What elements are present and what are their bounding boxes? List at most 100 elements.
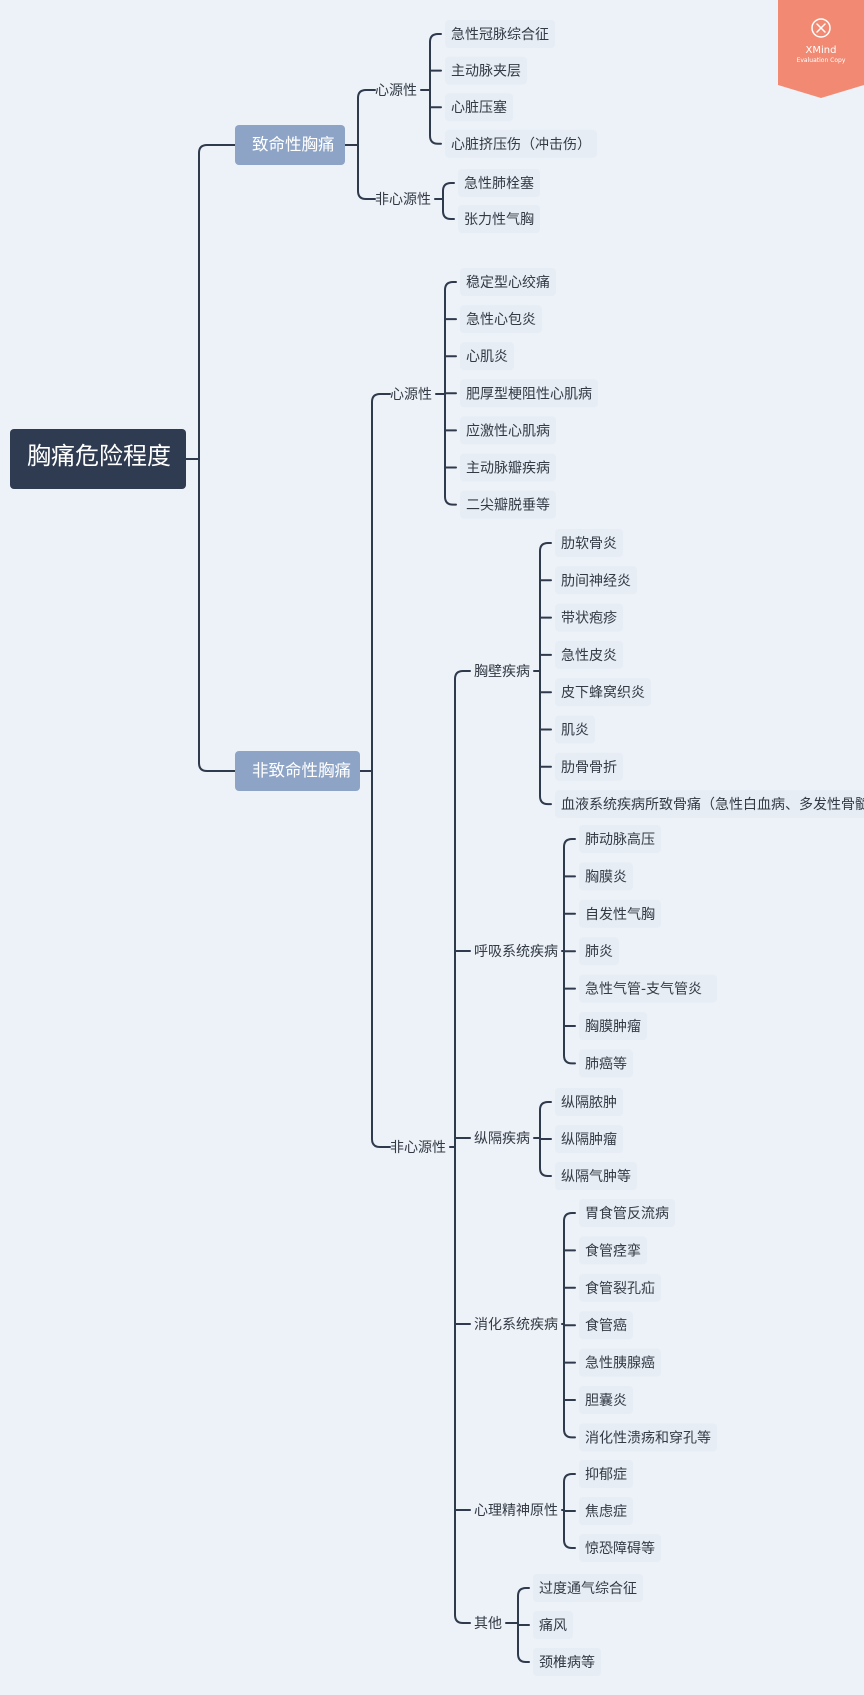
leaf-node-label: 血液系统疾病所致骨痛（急性白血病、多发性骨髓瘤）	[561, 796, 864, 813]
leaf-node-box	[460, 342, 514, 371]
branch-connector	[533, 542, 552, 806]
leaf-node-box	[579, 974, 717, 1003]
branch-node-box	[235, 125, 345, 165]
root-node-label: 胸痛危险程度	[27, 442, 171, 470]
leaf-node-label: 心肌炎	[466, 349, 508, 365]
branch-connector	[561, 1212, 576, 1439]
leaf-node-box	[460, 268, 556, 296]
leaf-node-label: 肌炎	[561, 723, 589, 739]
leaf-node-box	[579, 1236, 647, 1265]
leaf-node-box	[460, 453, 556, 482]
leaf-node-label: 颈椎病等	[539, 1654, 595, 1671]
root-node-box	[10, 429, 186, 489]
leaf-node-box	[533, 1648, 601, 1676]
branch-connector	[344, 89, 376, 200]
leaf-node-box	[579, 1012, 647, 1040]
leaf-node-label: 急性肺栓塞	[464, 175, 534, 192]
group-node-label: 非心源性	[390, 1140, 446, 1156]
leaf-node-box	[445, 129, 597, 158]
leaf-node-box	[579, 1273, 661, 1302]
branch-node-label: 致命性胸痛	[252, 135, 335, 154]
subgroup-node-label: 消化系统疾病	[474, 1317, 558, 1333]
leaf-node-label: 消化性溃疡和穿孔等	[585, 1429, 711, 1446]
leaf-node-box	[555, 678, 651, 707]
leaf-node-box	[533, 1611, 573, 1639]
leaf-node-box	[579, 1049, 633, 1078]
subgroup-node-label: 其他	[474, 1616, 502, 1632]
leaf-node-label: 带状疱疹	[561, 611, 617, 627]
leaf-node-label: 急性心包炎	[466, 312, 536, 328]
leaf-node-label: 应激性心肌病	[466, 422, 550, 439]
branch-node-label: 非致命性胸痛	[252, 761, 351, 780]
leaf-node-label: 食管癌	[585, 1317, 627, 1334]
leaf-node-box	[579, 1460, 633, 1488]
leaf-node-box	[555, 603, 623, 632]
subgroup-node-label: 纵隔疾病	[474, 1131, 530, 1147]
leaf-node-label: 张力性气胸	[464, 212, 534, 228]
leaf-node-box	[579, 1497, 633, 1525]
leaf-node-label: 肺动脉高压	[585, 831, 655, 848]
leaf-node-box	[579, 1534, 661, 1562]
leaf-node-box	[555, 790, 864, 819]
leaf-node-label: 胸膜肿瘤	[585, 1018, 641, 1035]
leaf-node-box	[460, 416, 556, 445]
leaf-node-label: 肥厚型梗阻性心肌病	[466, 386, 592, 402]
leaf-node-label: 食管裂孔疝	[585, 1280, 655, 1297]
leaf-node-box	[460, 305, 542, 334]
leaf-node-label: 肺炎	[585, 944, 613, 960]
leaf-node-label: 急性胰腺癌	[585, 1356, 655, 1372]
leaf-node-label: 痛风	[539, 1617, 567, 1634]
leaf-node-label: 主动脉瓣疾病	[466, 461, 550, 477]
branch-connector	[420, 33, 442, 145]
leaf-node-box	[445, 93, 513, 122]
leaf-node-label: 心脏挤压伤（冲击伤）	[451, 137, 591, 153]
leaf-node-label: 纵隔脓肿	[561, 1094, 617, 1111]
leaf-node-box	[460, 490, 556, 519]
group-node-label: 非心源性	[375, 192, 431, 208]
leaf-node-box	[555, 715, 595, 744]
leaf-node-label: 稳定型心绞痛	[466, 274, 550, 291]
leaf-node-box	[555, 640, 623, 669]
branch-connector	[435, 281, 457, 506]
leaf-node-label: 急性皮炎	[561, 648, 617, 664]
branch-connector	[434, 182, 455, 220]
leaf-node-box	[533, 1574, 643, 1602]
xmind-logo-icon	[811, 18, 831, 38]
leaf-node-box	[445, 20, 555, 48]
leaf-node-label: 纵隔肿瘤	[561, 1131, 617, 1148]
branch-connector	[185, 144, 236, 772]
leaf-node-box	[579, 899, 661, 928]
branch-connector	[449, 670, 471, 1624]
leaf-node-box	[555, 1162, 637, 1190]
leaf-node-label: 胃食管反流病	[585, 1205, 669, 1222]
group-node-label: 心源性	[390, 387, 432, 403]
leaf-node-box	[579, 862, 633, 891]
subgroup-node-label: 胸壁疾病	[474, 664, 530, 680]
leaf-node-label: 肺癌等	[585, 1055, 627, 1072]
branch-connector	[533, 1101, 552, 1177]
branch-connector	[561, 838, 576, 1065]
leaf-node-box	[579, 1311, 633, 1340]
leaf-node-box	[579, 1348, 661, 1377]
leaf-node-label: 肋软骨炎	[561, 536, 617, 552]
leaf-node-box	[445, 56, 527, 85]
leaf-node-label: 自发性气胸	[585, 907, 655, 923]
group-node-label: 心源性	[375, 83, 417, 99]
leaf-node-box	[458, 205, 540, 233]
leaf-node-box	[555, 1125, 623, 1153]
leaf-node-box	[579, 1199, 675, 1227]
watermark-brand: XMind	[806, 45, 837, 56]
subgroup-node-label: 心理精神原性	[474, 1503, 558, 1519]
leaf-node-box	[458, 169, 540, 197]
branch-connector	[561, 1473, 576, 1549]
branch-node-box	[235, 751, 360, 791]
leaf-node-box	[579, 937, 619, 966]
xmind-watermark: XMind Evaluation Copy	[778, 0, 864, 98]
watermark-subtitle: Evaluation Copy	[797, 57, 846, 64]
leaf-node-label: 肋间神经炎	[561, 573, 631, 589]
leaf-node-box	[460, 379, 598, 408]
leaf-node-label: 肋骨骨折	[561, 760, 617, 776]
leaf-node-box	[579, 825, 661, 853]
leaf-node-box	[579, 1386, 633, 1414]
